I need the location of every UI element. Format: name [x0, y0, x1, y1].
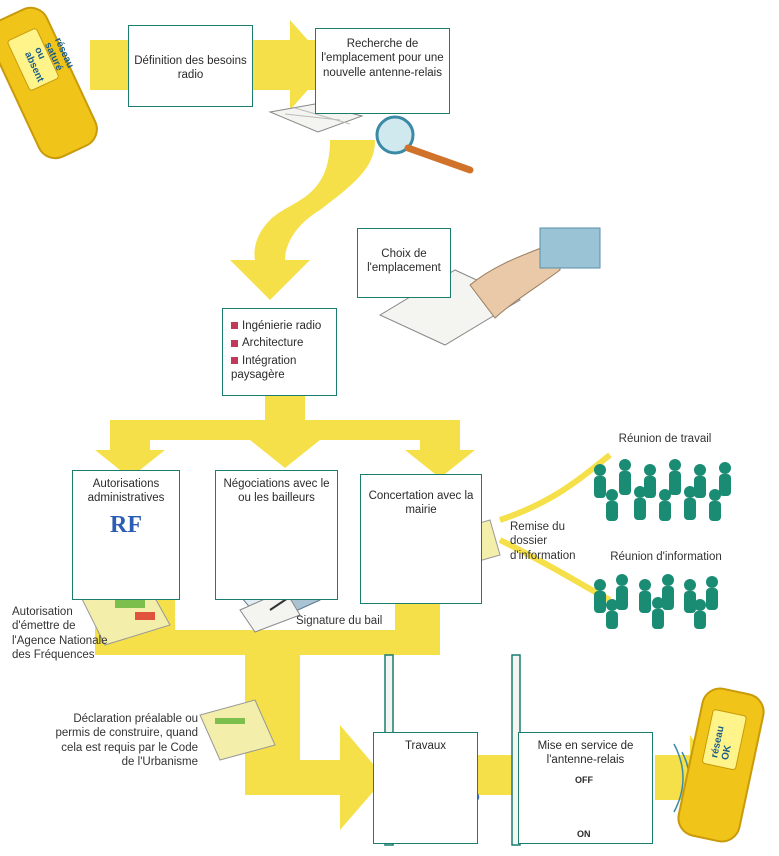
flow-arrowhead-center — [250, 440, 320, 468]
flow-arrowhead-left — [95, 450, 165, 478]
flow-branch-bar — [110, 420, 460, 455]
bullet-icon — [231, 322, 238, 330]
flow-arrow-down — [245, 690, 385, 830]
expertise-item: Ingénierie radio — [231, 319, 328, 333]
step-definition-box: Définition des besoins radio — [128, 25, 253, 107]
flow-arrows — [90, 20, 720, 830]
reunion-information-label: Réunion d'information — [610, 551, 722, 563]
declaration-label: Déclaration préalable ou permis de const… — [55, 713, 198, 769]
expertise-item: Intégration paysagère — [231, 354, 297, 382]
declaration-document-icon — [199, 699, 276, 761]
magnifier-icon — [375, 115, 474, 174]
step-autorisations-label: Autorisations administratives — [87, 478, 165, 505]
remise-label: Remise du dossier d'information — [510, 521, 576, 562]
people-group-travail — [594, 459, 731, 521]
step-recherche-box: Recherche de l'emplacement pour une nouv… — [315, 28, 450, 114]
reunion-travail-label: Réunion de travail — [618, 433, 712, 445]
step-concertation-box: Concertation avec la mairie — [360, 474, 482, 604]
autorisation-anfr-label: Autorisation d'émettre de l'Agence Natio… — [12, 606, 108, 662]
step-negociations-box: Négociations avec le ou les bailleurs — [215, 470, 338, 600]
flow-merge — [95, 600, 440, 690]
flow-arrow-travail — [499, 452, 612, 523]
people-group-information — [594, 574, 718, 629]
expertise-box: Ingénierie radio Architecture Intégratio… — [222, 308, 337, 396]
step-travaux-box: Travaux — [373, 732, 478, 844]
signature-label: Signature du bail — [296, 615, 383, 627]
step-choix-box: Choix de l'emplacement — [357, 228, 451, 298]
bullet-icon — [231, 339, 238, 347]
flow-arrowhead-right — [405, 450, 475, 478]
hand-icon — [378, 227, 601, 346]
phone-end — [677, 687, 765, 843]
step-mise-en-service-label: Mise en service de l'antenne-relais — [537, 740, 634, 767]
switch-on-label: ON — [577, 829, 591, 839]
flow-arrow-curve — [230, 140, 375, 300]
switch-off-label: OFF — [575, 775, 593, 785]
flow-arrowhead-top — [290, 20, 330, 110]
bullet-icon — [231, 357, 238, 365]
step-autorisations-box: Autorisations administratives RF — [72, 470, 180, 600]
expertise-item: Architecture — [231, 336, 328, 350]
rf-seal-label: RF — [110, 511, 142, 538]
step-mise-en-service-box: Mise en service de l'antenne-relais OFF … — [518, 732, 653, 844]
phone-start — [0, 6, 98, 160]
